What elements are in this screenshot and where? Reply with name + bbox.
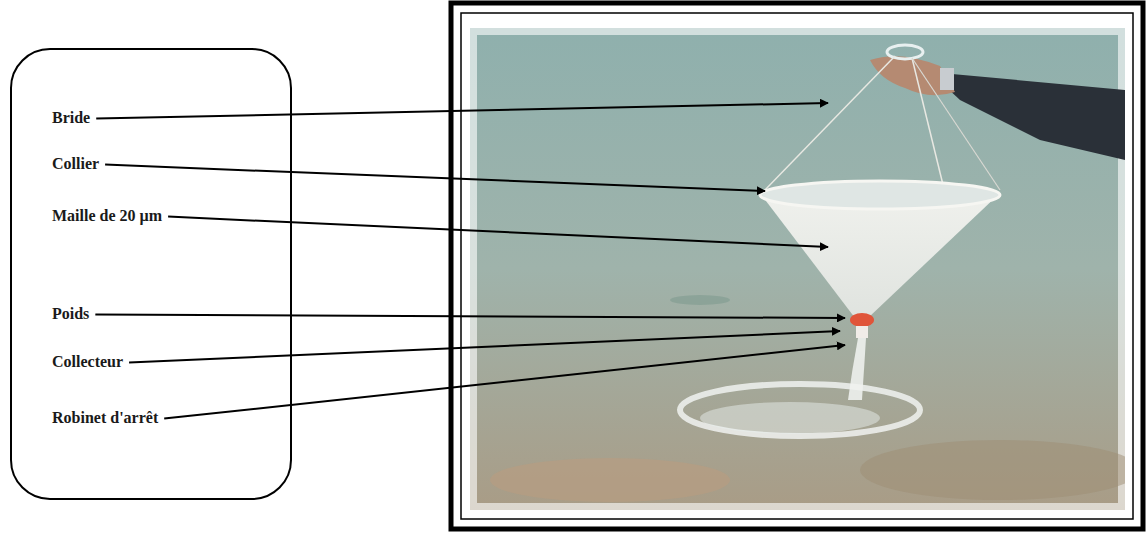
- leader-line: [105, 165, 765, 191]
- part-label: Maille de 20 µm: [52, 206, 162, 225]
- part-label: Collecteur: [52, 352, 123, 371]
- leader-line: [164, 345, 845, 419]
- part-label: Poids: [52, 304, 89, 323]
- leader-line: [95, 315, 845, 318]
- part-label: Collier: [52, 154, 99, 173]
- leader-line: [96, 103, 828, 119]
- photo-frame: [451, 3, 1143, 529]
- leader-line: [168, 217, 828, 247]
- part-label: Robinet d'arrêt: [52, 408, 158, 427]
- label-panel: BrideCollierMaille de 20 µm PoidsCollecte…: [10, 48, 292, 500]
- part-label: Bride: [52, 108, 90, 127]
- photo: [470, 28, 1125, 510]
